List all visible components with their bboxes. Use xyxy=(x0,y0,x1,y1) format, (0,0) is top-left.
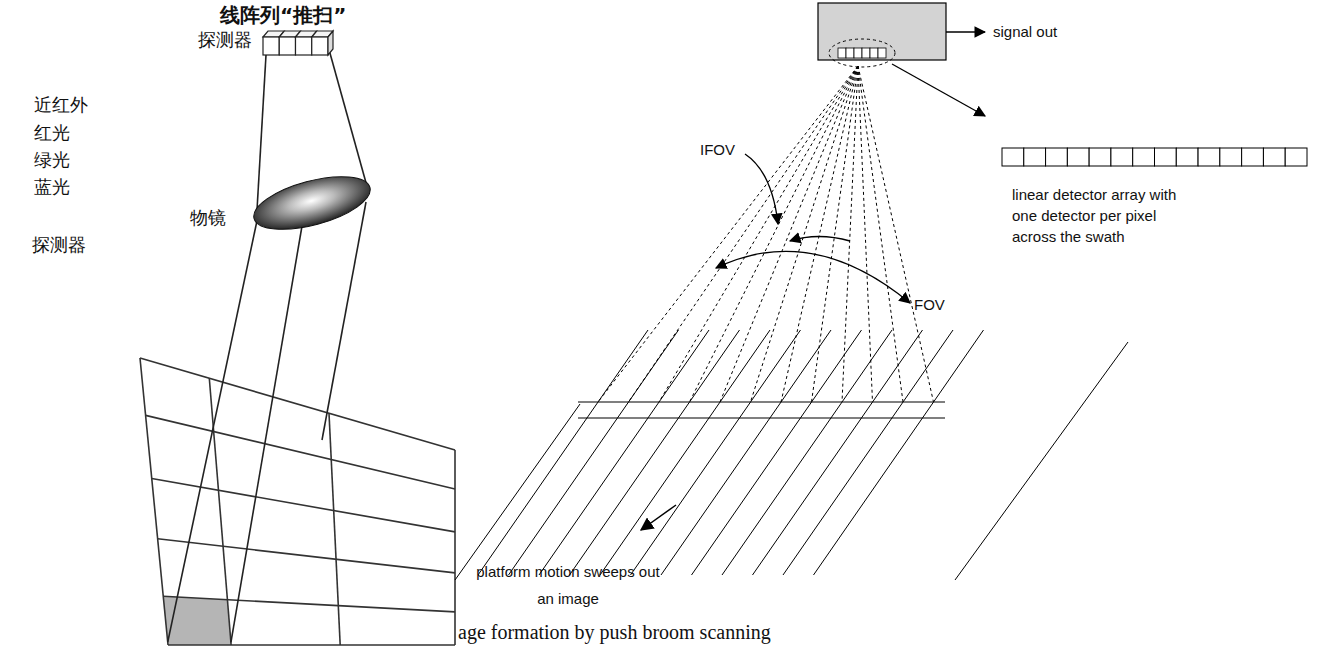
detector-cell xyxy=(1089,148,1111,166)
detail-ellipse xyxy=(829,39,895,67)
detector-cell xyxy=(1046,148,1068,166)
ifov-arrow xyxy=(790,237,850,242)
sensor-housing xyxy=(818,3,946,60)
detector-cell xyxy=(296,37,312,55)
detector-cell xyxy=(862,48,870,58)
scan-line xyxy=(578,401,945,402)
detector-cell xyxy=(328,31,333,55)
detector-cell xyxy=(263,37,279,55)
detector-cell xyxy=(1263,148,1285,166)
detector-cell xyxy=(854,48,862,58)
detail-arrow xyxy=(892,64,985,116)
ifov-arrow xyxy=(745,154,778,224)
band-label: 绿光 xyxy=(34,149,70,171)
ifov-ray xyxy=(858,66,934,402)
detector-cell xyxy=(1285,148,1307,166)
ground-grid xyxy=(146,415,455,489)
detector-label: 探测器 xyxy=(198,29,252,51)
ifov-ray xyxy=(842,66,858,402)
pixel-track xyxy=(539,330,709,575)
pixel-track xyxy=(753,330,923,575)
scan-line xyxy=(578,417,945,418)
ground-grid xyxy=(454,450,456,645)
ifov-ray xyxy=(598,66,858,402)
band-label: 红光 xyxy=(34,122,70,144)
pixel-track xyxy=(722,330,892,575)
pixel-track xyxy=(631,330,801,575)
light-ray xyxy=(257,55,266,210)
ifov-ray xyxy=(751,66,859,402)
band-label: 蓝光 xyxy=(34,176,70,198)
ground-grid xyxy=(163,596,455,612)
motion-note: platform motion sweeps out an image xyxy=(468,558,668,612)
signal-arrow xyxy=(946,31,985,32)
detector-cell xyxy=(1220,148,1242,166)
array-note: linear detector array with one detector … xyxy=(1012,184,1180,247)
ifov-ray xyxy=(812,66,859,402)
ifov-ray xyxy=(690,66,859,402)
ground-grid xyxy=(168,644,455,646)
detector-cell xyxy=(1198,148,1220,166)
detector-cell xyxy=(1002,148,1024,166)
pixel-track xyxy=(692,330,862,575)
pixel-track xyxy=(661,330,831,575)
detector-cell xyxy=(1111,148,1133,166)
detector-cell xyxy=(1176,148,1198,166)
ground-grid xyxy=(140,358,168,645)
band-label: 近红外 xyxy=(34,94,88,116)
pixel-track xyxy=(600,330,770,575)
ground-grid xyxy=(329,413,340,645)
fov-arrow xyxy=(716,251,910,303)
light-ray xyxy=(231,226,302,642)
light-ray xyxy=(328,46,368,190)
pixel-track xyxy=(814,330,984,575)
fov-label: FOV xyxy=(914,296,945,314)
figure-caption: age formation by push broom scanning xyxy=(458,620,771,644)
ifov-label: IFOV xyxy=(700,141,735,159)
detector-cell xyxy=(279,37,295,55)
detector-cell xyxy=(1242,148,1264,166)
detector-label: 探测器 xyxy=(32,234,86,256)
detector-cell xyxy=(870,48,878,58)
swath-edge xyxy=(455,404,580,580)
pixel-track xyxy=(783,330,953,575)
ground-grid xyxy=(158,539,455,573)
pixel-track xyxy=(570,330,740,575)
light-ray xyxy=(322,202,366,440)
ifov-ray xyxy=(659,66,858,402)
detector-cell xyxy=(312,37,328,55)
detector-cell xyxy=(846,48,854,58)
pushbroom-sketch xyxy=(140,31,455,645)
ground-grid xyxy=(140,358,455,450)
ground-pixel xyxy=(163,596,231,645)
detector-cell xyxy=(1133,148,1155,166)
detector-cell xyxy=(1155,148,1177,166)
pixel-track xyxy=(509,330,679,575)
lens-label: 物镜 xyxy=(190,207,226,229)
detector-cell xyxy=(838,48,846,58)
figure-title: 线阵列“推扫” xyxy=(220,3,346,27)
objective-lens xyxy=(248,166,375,240)
ifov-ray xyxy=(858,66,903,402)
swath-edge xyxy=(955,342,1128,580)
signal-label: signal out xyxy=(993,23,1057,41)
detector-cell xyxy=(878,48,886,58)
light-ray xyxy=(168,216,258,642)
detector-cell xyxy=(1067,148,1089,166)
pixel-track xyxy=(478,330,648,575)
ifov-ray xyxy=(720,66,858,402)
ground-grid xyxy=(209,378,231,645)
pushbroom-schematic xyxy=(455,3,1307,580)
detector-cell xyxy=(1024,148,1046,166)
